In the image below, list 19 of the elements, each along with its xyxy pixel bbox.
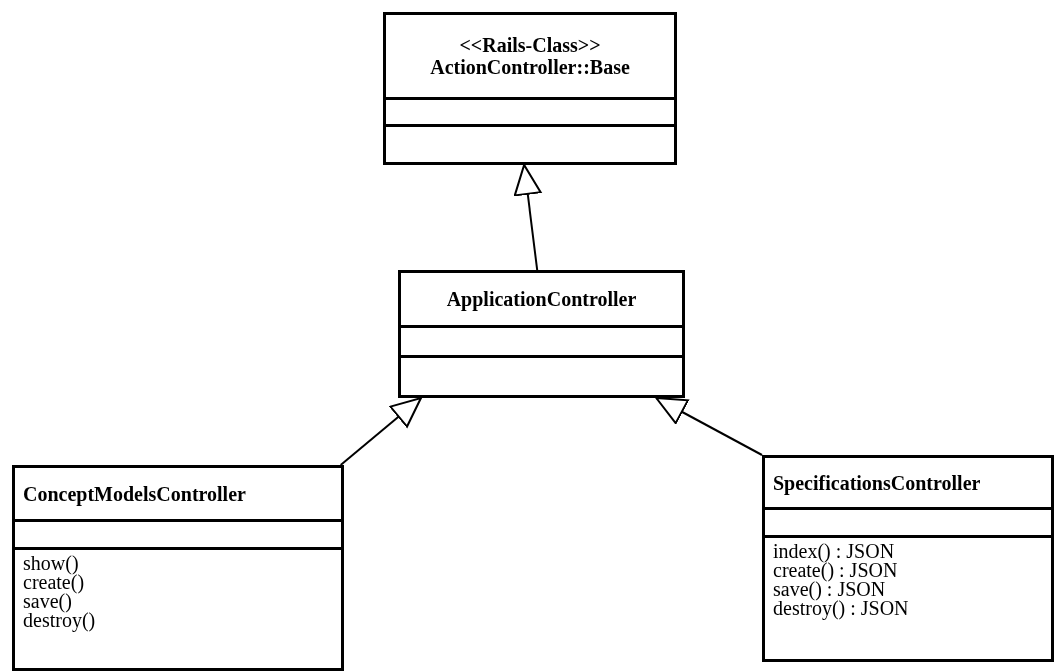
class-name: ConceptModelsController	[23, 482, 246, 505]
generalization-arrow	[513, 164, 542, 271]
method: save()	[23, 592, 72, 611]
class-name: SpecificationsController	[773, 471, 981, 494]
method: show()	[23, 554, 80, 573]
class-name: ApplicationController	[446, 288, 637, 310]
class-box	[12, 465, 344, 671]
class-box	[398, 270, 685, 398]
method: destroy()	[23, 611, 97, 630]
method: destroy() : JSON	[773, 599, 910, 618]
generalization-arrow	[339, 397, 422, 466]
generalization-arrow	[655, 397, 763, 456]
class-name: ActionController::Base	[430, 56, 630, 78]
class-box	[383, 12, 677, 165]
method: create() : JSON	[773, 561, 899, 580]
class-box	[762, 455, 1054, 662]
stereotype: <<Rails-Class>>	[459, 34, 601, 56]
method: index() : JSON	[773, 542, 896, 561]
method: create()	[23, 573, 86, 592]
